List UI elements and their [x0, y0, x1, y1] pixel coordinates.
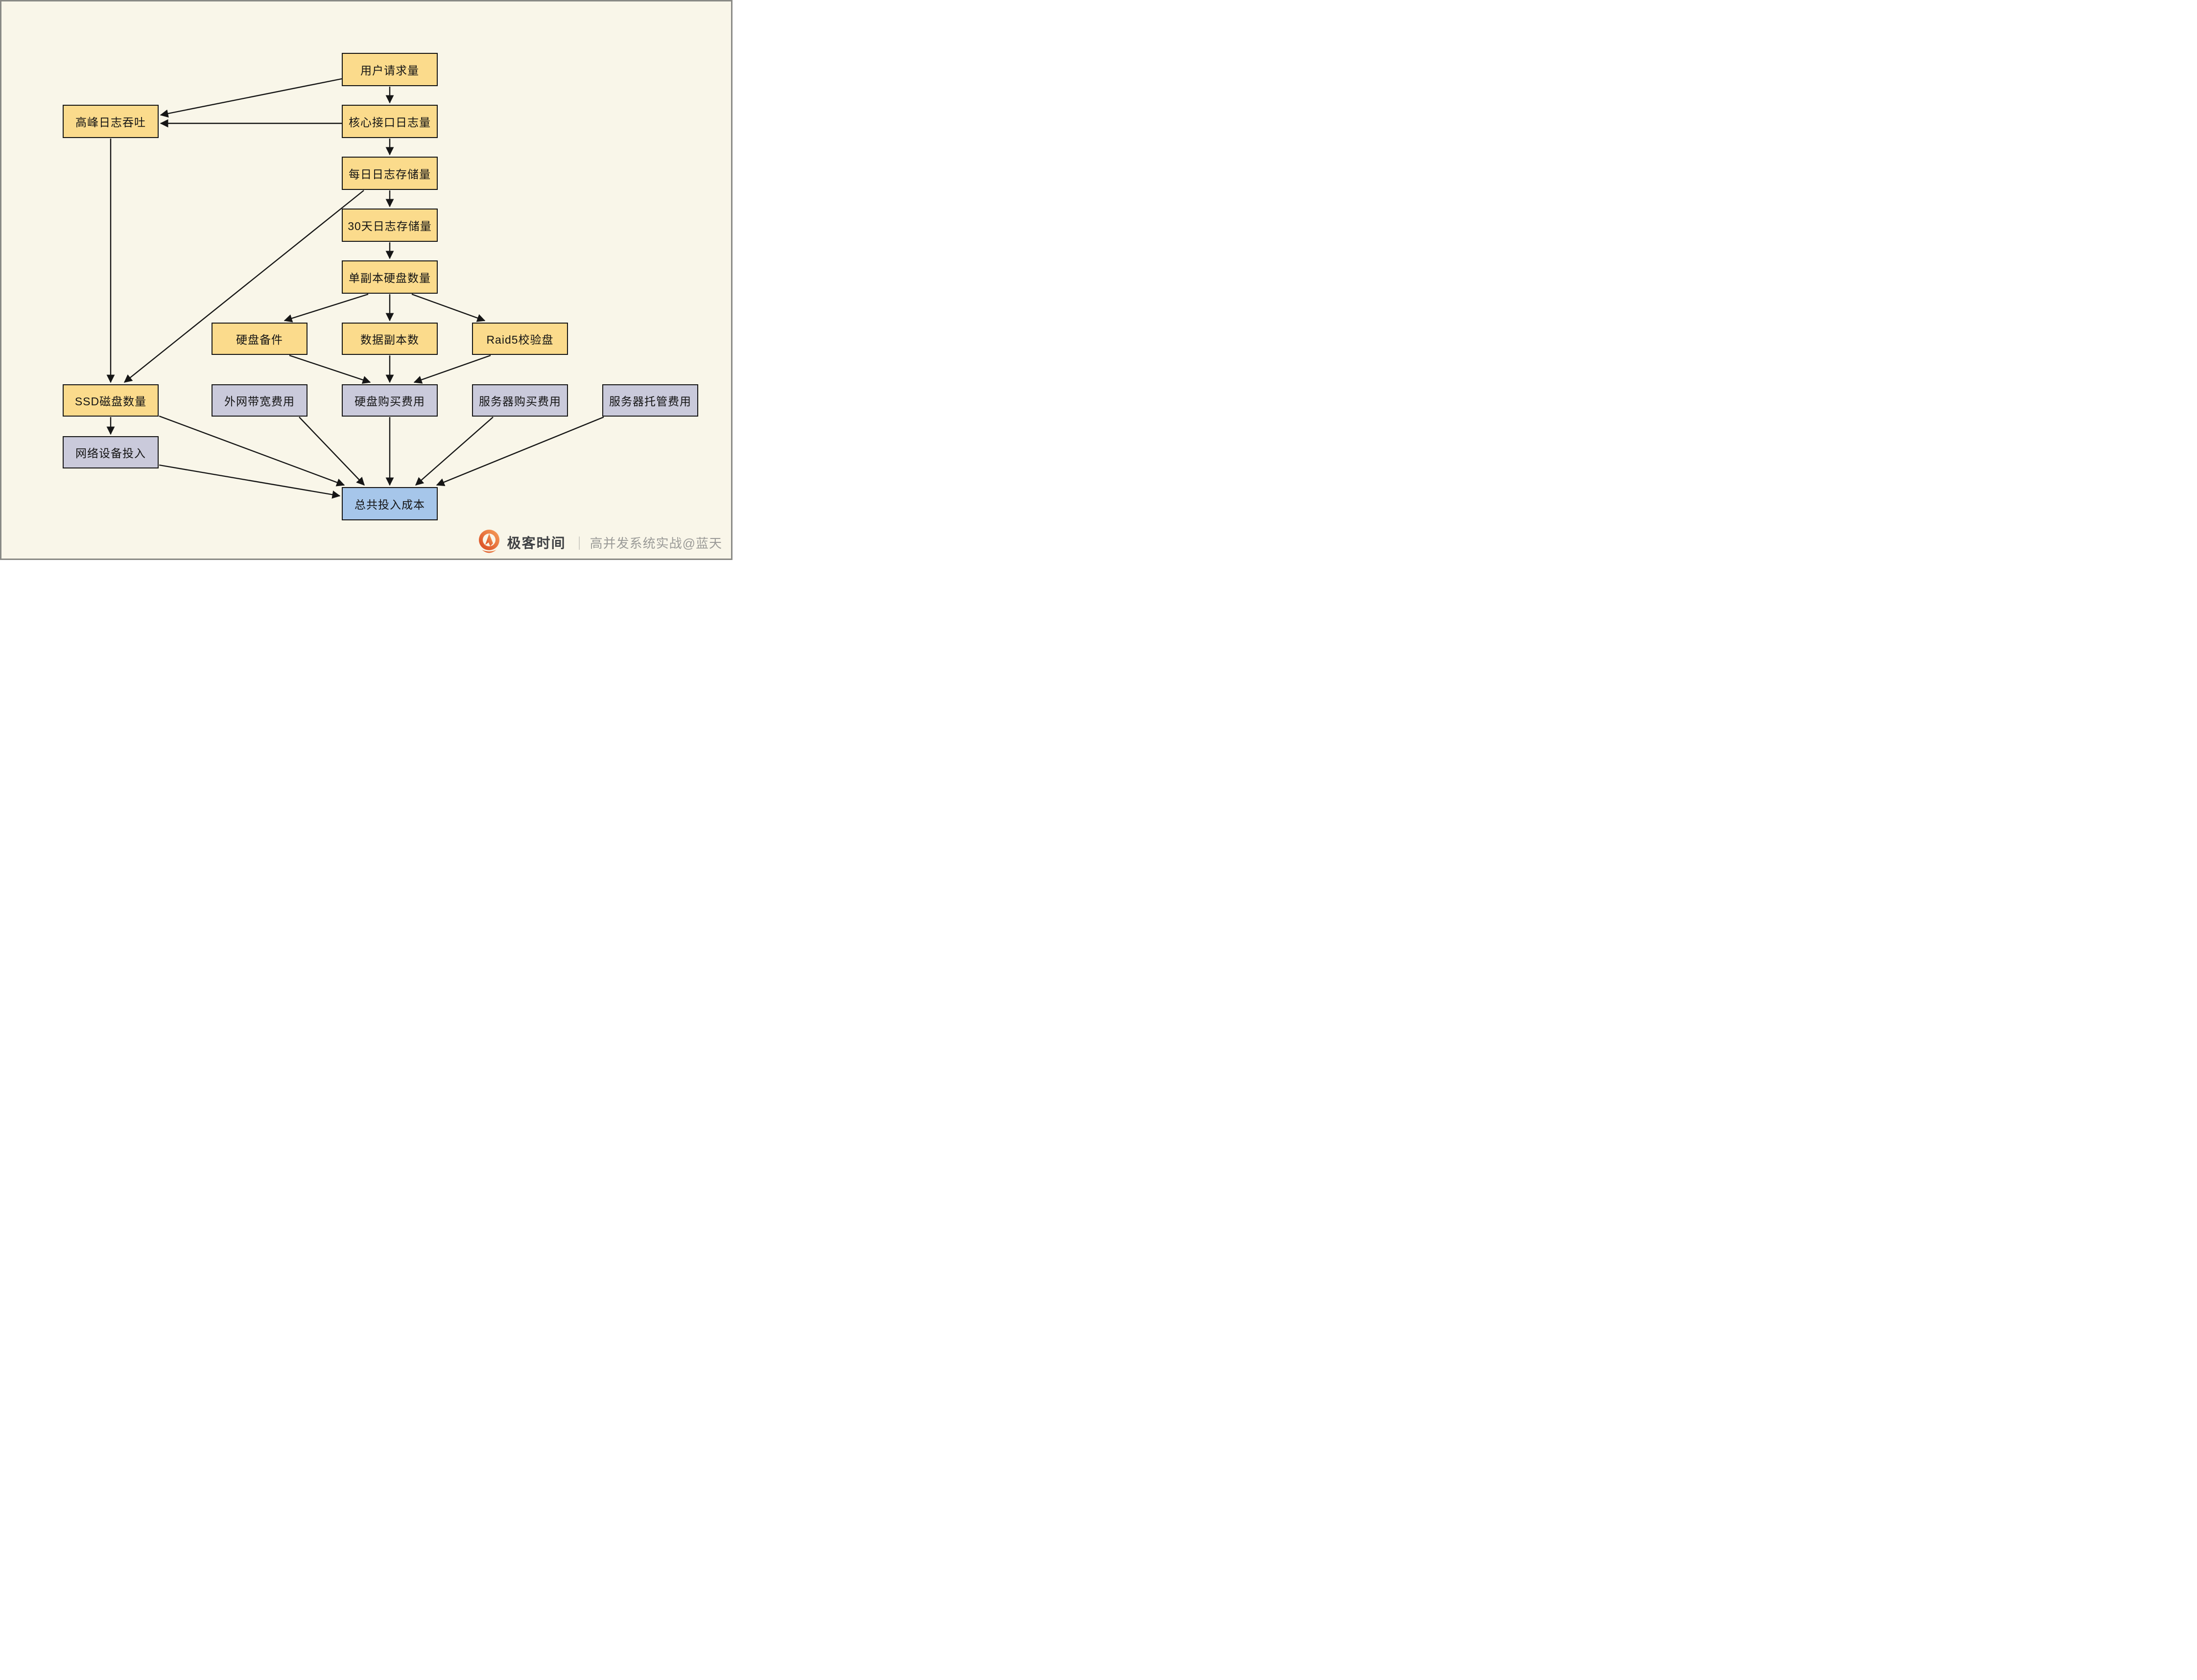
geektime-logo-icon	[478, 530, 499, 553]
node-raid5-parity-disk: Raid5校验盘	[472, 323, 568, 355]
node-user-requests: 用户请求量	[342, 53, 438, 86]
node-log-storage-30d: 30天日志存储量	[342, 209, 438, 242]
footer-divider: ｜	[572, 536, 586, 551]
node-disk-spares: 硬盘备件	[212, 323, 307, 355]
node-server-purchase-cost: 服务器购买费用	[472, 384, 568, 417]
node-disk-purchase-cost: 硬盘购买费用	[342, 384, 438, 417]
node-core-api-log-volume: 核心接口日志量	[342, 105, 438, 138]
node-peak-log-throughput: 高峰日志吞吐	[63, 105, 159, 138]
edge-single-replica-disks-to-disk-spares	[283, 293, 369, 323]
node-wan-bandwidth-cost: 外网带宽费用	[212, 384, 307, 417]
edge-network-equipment-cost-to-total-cost	[159, 464, 341, 499]
diagram-canvas: 用户请求量高峰日志吞吐 核心接口日志量每日日志存储量 30天日志存储量单副本硬盘数量…	[0, 0, 732, 560]
node-daily-log-storage: 每日日志存储量	[342, 157, 438, 190]
edge-single-replica-disks-to-raid5-parity-disk	[411, 293, 486, 322]
edge-server-purchase-cost-to-total-cost	[415, 417, 494, 486]
footer-watermark: 极客时间 ｜ 高并发系统实战@蓝天	[477, 529, 722, 556]
node-data-replica-count: 数据副本数	[342, 323, 438, 355]
edge-wan-bandwidth-cost-to-total-cost	[299, 417, 365, 486]
node-server-hosting-cost: 服务器托管费用	[602, 384, 698, 417]
credit-text: 高并发系统实战@蓝天	[590, 536, 722, 551]
node-total-cost: 总共投入成本	[342, 487, 438, 520]
edge-raid5-parity-disk-to-disk-purchase-cost	[413, 354, 491, 384]
edge-ssd-disk-count-to-total-cost	[159, 415, 345, 487]
node-single-replica-disks: 单副本硬盘数量	[342, 260, 438, 294]
brand-text: 极客时间	[507, 536, 566, 551]
edge-user-requests-to-peak-log-throughput	[160, 78, 342, 118]
edge-server-hosting-cost-to-total-cost	[436, 416, 604, 486]
node-ssd-disk-count: SSD磁盘数量	[63, 384, 159, 417]
edge-disk-spares-to-disk-purchase-cost	[289, 354, 371, 384]
node-network-equipment-cost: 网络设备投入	[63, 436, 159, 468]
